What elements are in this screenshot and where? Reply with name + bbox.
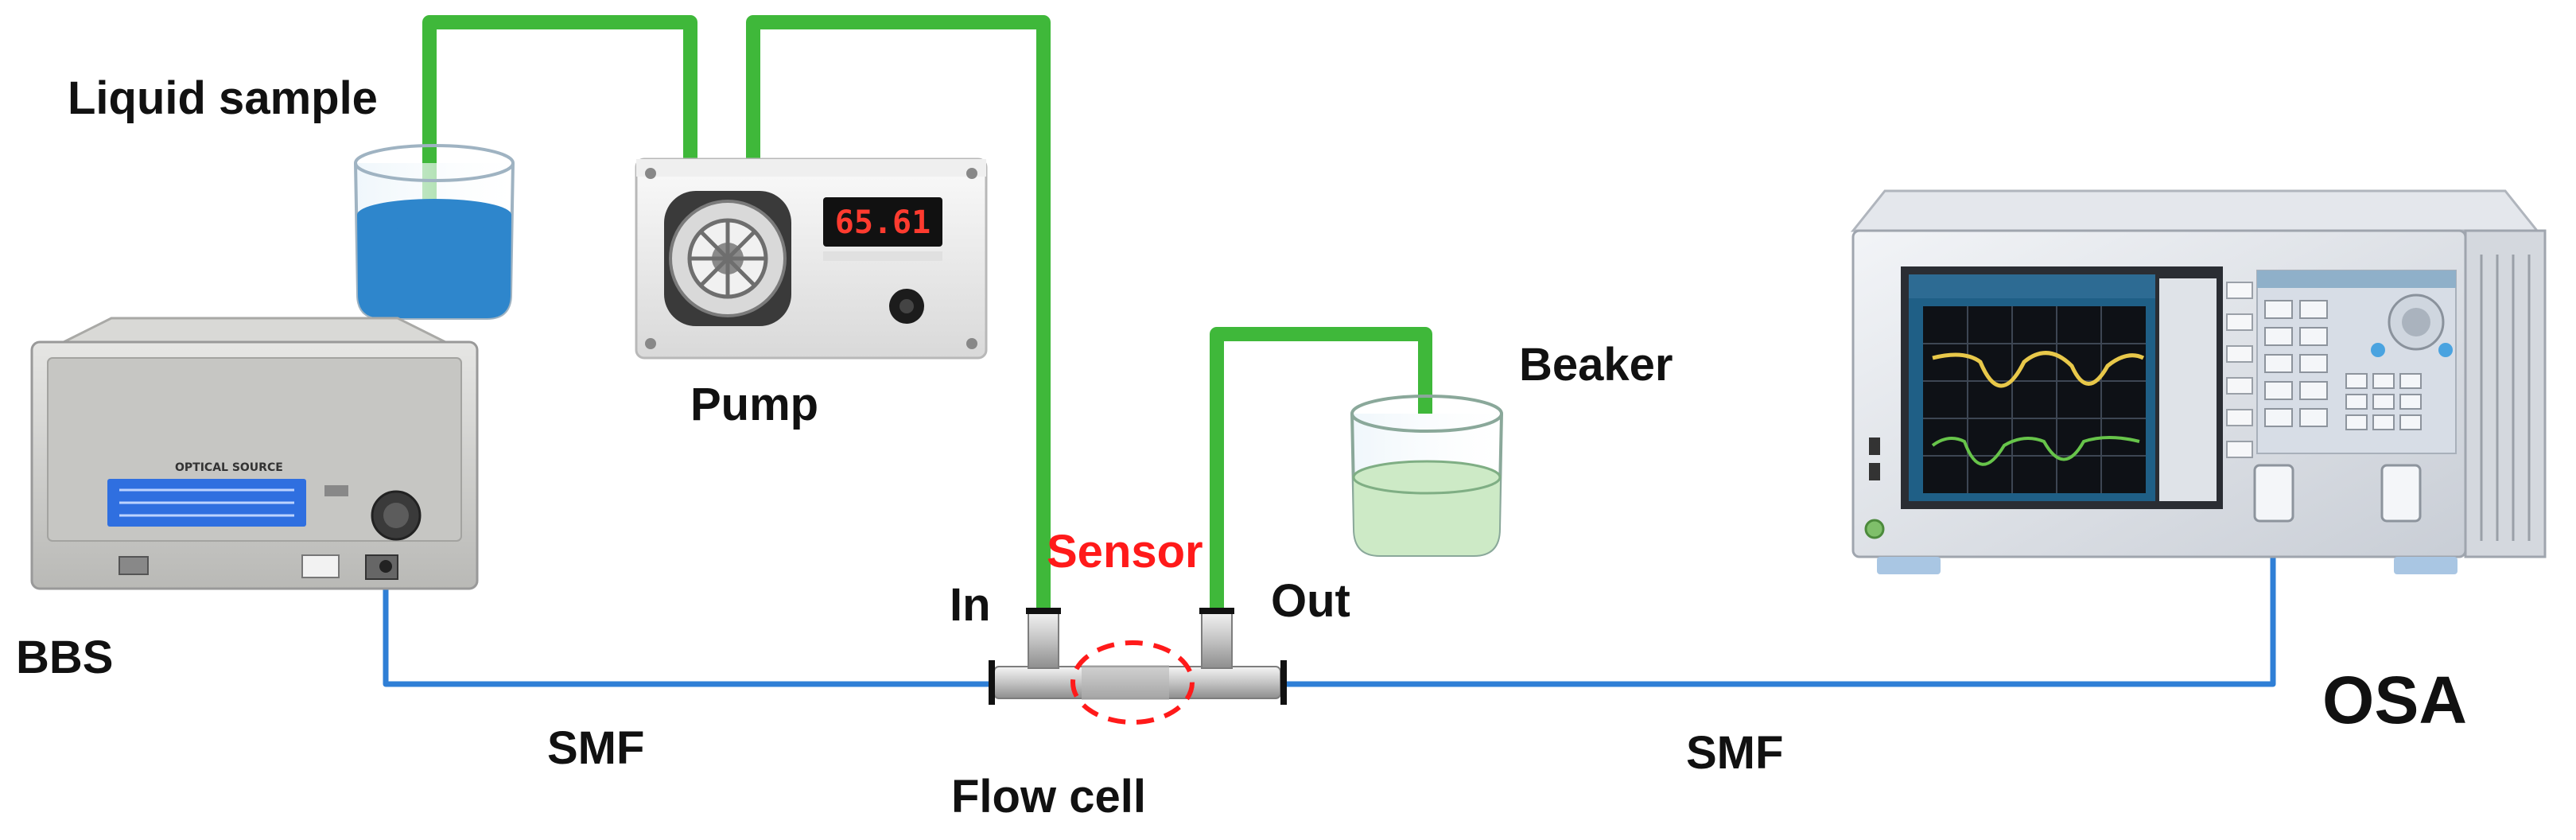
- label-smf-right: SMF: [1686, 727, 1784, 779]
- beaker-liquid: [1354, 477, 1500, 555]
- receiving-beaker: [1350, 395, 1503, 557]
- tube-pump-to-inlet: [746, 15, 1051, 611]
- osa-input-port: [2253, 464, 2294, 523]
- label-beaker: Beaker: [1519, 339, 1673, 391]
- label-liquid-sample: Liquid sample: [68, 72, 378, 124]
- liquid-sample-beaker: [354, 144, 515, 320]
- osa-device: [1850, 189, 2547, 574]
- sensor-marker: [1070, 640, 1195, 725]
- flow-cell-outlet-port: [1201, 610, 1233, 669]
- bbs-panel-title: OPTICAL SOURCE: [175, 461, 283, 474]
- flow-cell-inlet-port: [1028, 610, 1059, 669]
- label-smf-left: SMF: [547, 722, 645, 774]
- smf-left-fiber: [383, 579, 990, 687]
- label-in: In: [950, 579, 991, 631]
- bbs-output-port: [379, 560, 392, 573]
- bbs-device: OPTICAL SOURCE: [30, 317, 479, 590]
- label-pump: Pump: [690, 379, 819, 430]
- label-out: Out: [1271, 575, 1350, 627]
- label-flow-cell: Flow cell: [951, 771, 1146, 822]
- blue-fiber: [383, 525, 2276, 687]
- sample-liquid-surface: [357, 199, 511, 231]
- osa-trace-yellow: [1932, 351, 2145, 388]
- tube-outlet-to-beaker: [1210, 327, 1432, 611]
- sample-liquid: [357, 215, 511, 318]
- peristaltic-pump: 65.61: [635, 158, 988, 360]
- smf-right-fiber: [1280, 525, 2276, 687]
- label-sensor: Sensor: [1047, 526, 1203, 578]
- flow-cell: [989, 608, 1287, 725]
- label-bbs: BBS: [16, 632, 114, 683]
- label-osa: OSA: [2322, 663, 2468, 737]
- osa-trace-green: [1931, 436, 2140, 466]
- pump-display: 65.61: [835, 204, 931, 241]
- green-tubing: [422, 15, 1432, 611]
- tube-sample-to-pump: [422, 15, 697, 215]
